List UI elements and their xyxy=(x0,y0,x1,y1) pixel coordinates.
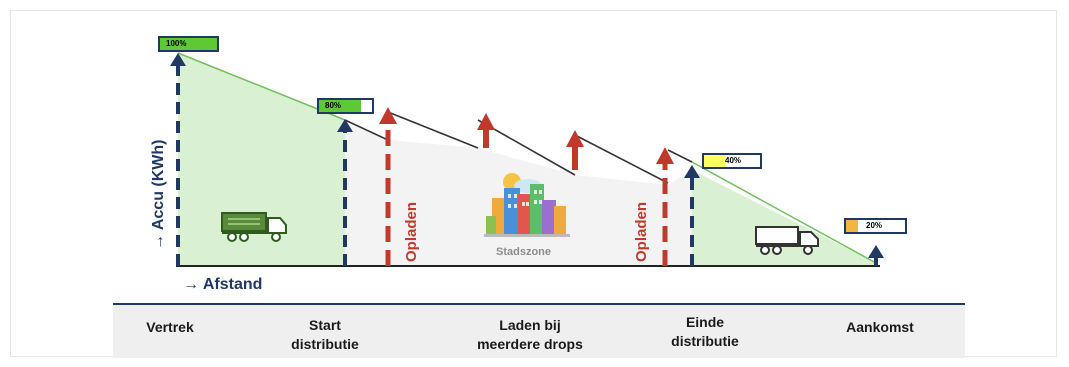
marker-arrow-start xyxy=(337,119,353,266)
charge-arrow-2 xyxy=(477,113,495,148)
stage-label-laden: Laden bij meerdere drops xyxy=(477,317,583,352)
stage-label-einde: Einde distributie xyxy=(671,314,739,349)
opladen-label-1: Opladen xyxy=(403,201,420,262)
charge-arrow-4 xyxy=(656,147,674,266)
marker-arrow-einde xyxy=(684,165,700,266)
battery-20-label: 20% xyxy=(866,221,883,230)
marker-arrow-vertrek xyxy=(170,53,186,266)
stage-label-vertrek: Vertrek xyxy=(146,319,194,335)
green-area-arrival xyxy=(692,170,876,266)
truck-icon xyxy=(221,212,287,242)
city-zone-label: Stadszone xyxy=(496,246,552,258)
battery-80-label: 80% xyxy=(325,101,342,110)
battery-20: 20% xyxy=(844,218,907,234)
battery-100-label: 100% xyxy=(166,39,187,48)
x-axis-label: → Afstand xyxy=(183,276,263,293)
discharge-line-2 xyxy=(691,161,877,264)
battery-100: 100% xyxy=(158,36,219,52)
battery-40: 40% xyxy=(702,153,762,169)
battery-40-label: 40% xyxy=(725,156,742,165)
discharge-seg-4 xyxy=(574,134,669,184)
charge-arrow-3 xyxy=(566,130,584,170)
stage-label-aankomst: Aankomst xyxy=(846,319,914,335)
y-axis-label: → Accu (KWh) xyxy=(150,139,167,250)
green-area-departure xyxy=(178,53,345,266)
battery-80-fill xyxy=(319,100,362,112)
battery-40-fill xyxy=(704,155,727,167)
discharge-seg-2 xyxy=(387,111,479,149)
city-icon xyxy=(484,173,570,237)
stage-bar xyxy=(113,304,965,358)
battery-80: 80% xyxy=(317,98,374,114)
charge-arrow-1 xyxy=(379,107,397,266)
stage-label-start: Start distributie xyxy=(291,317,359,352)
opladen-label-2: Opladen xyxy=(633,201,650,262)
discharge-seg-5 xyxy=(667,149,693,163)
battery-20-fill xyxy=(846,220,858,232)
truck-outline-icon xyxy=(755,226,819,255)
discharge-line-city xyxy=(344,119,389,141)
battery-100-fill xyxy=(160,38,217,50)
marker-arrow-aankomst xyxy=(868,245,884,266)
